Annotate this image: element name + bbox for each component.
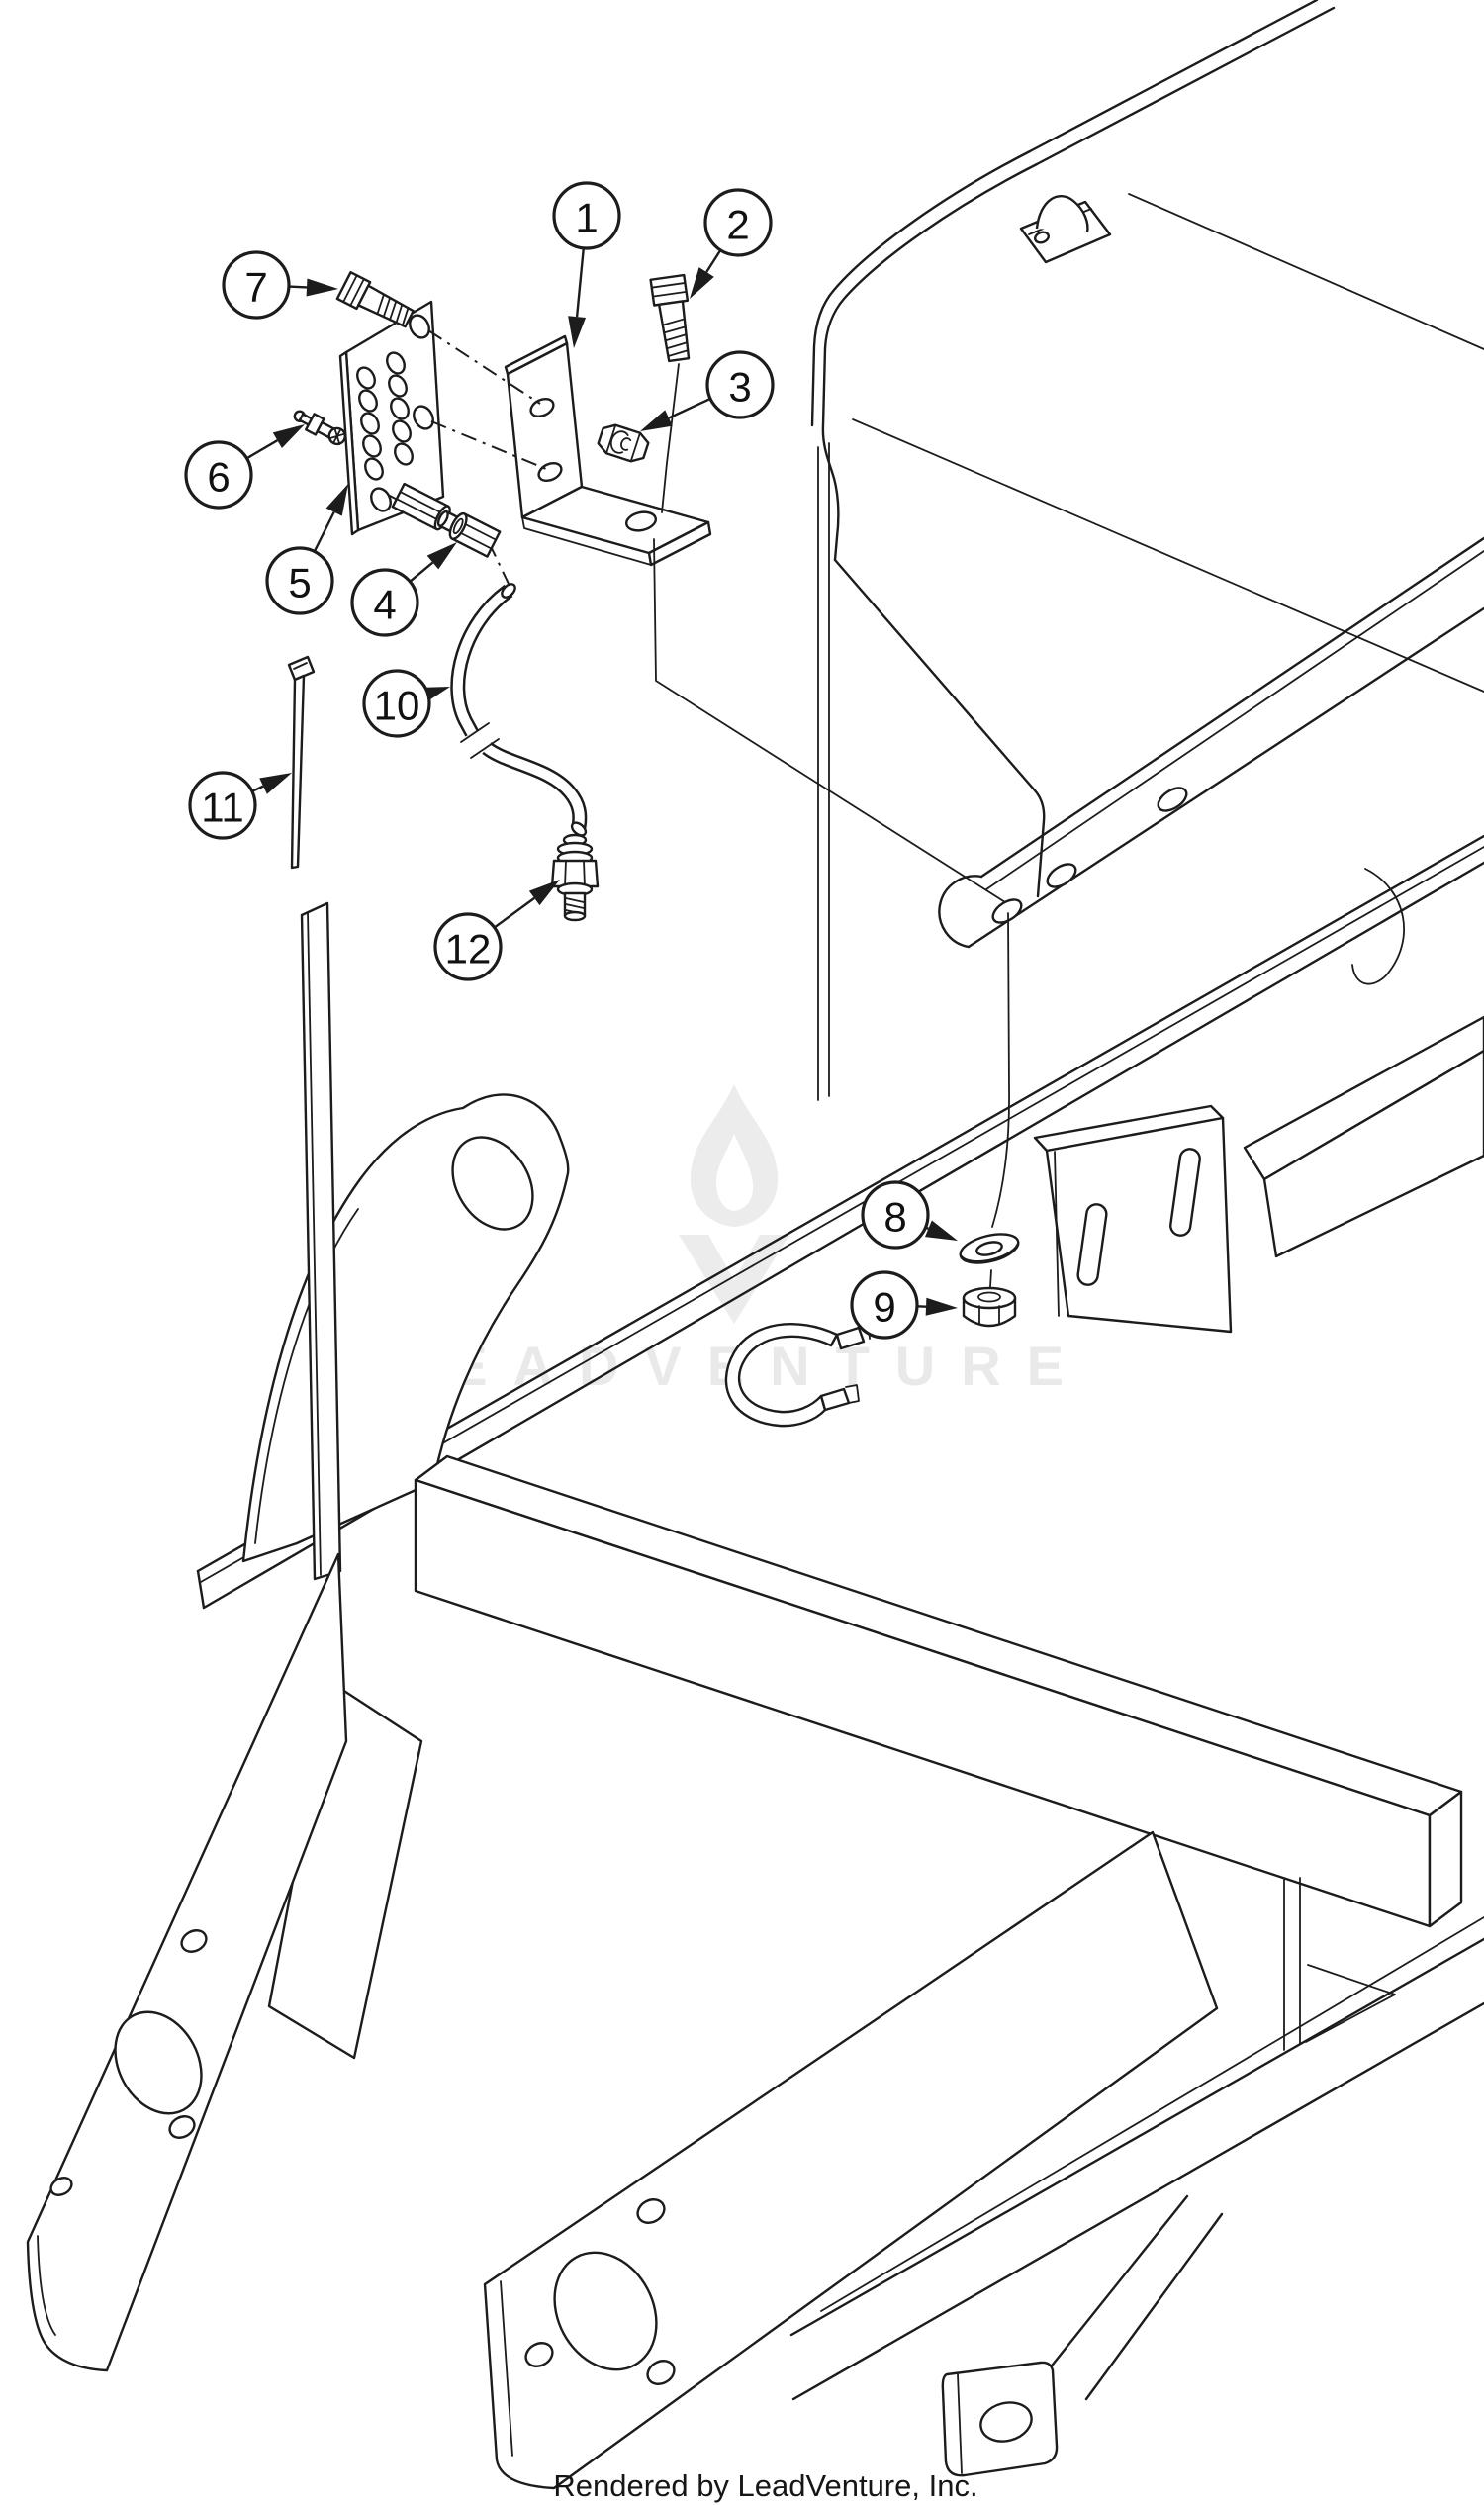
left-lift-arm	[26, 1552, 348, 2372]
right-lift-arm	[483, 1830, 1219, 2490]
callout-number: 5	[288, 560, 311, 606]
callout-arrowhead	[272, 424, 305, 448]
callout-11: 11	[188, 771, 292, 840]
callout-number: 7	[244, 264, 267, 311]
compression-nut	[448, 511, 502, 558]
callout-number: 8	[883, 1194, 906, 1241]
callout-6: 6	[184, 424, 305, 510]
callout-arrowhead	[306, 278, 338, 297]
callout-number: 3	[728, 364, 751, 411]
callout-leader-line	[245, 439, 279, 460]
callout-circle	[861, 1180, 930, 1250]
callout-circle	[705, 350, 775, 419]
callout-arrowhead	[925, 1297, 958, 1316]
hex-nut-9	[962, 1286, 1017, 1328]
callout-leader-line	[288, 285, 308, 289]
flange-nut-3	[597, 423, 650, 463]
callout-leader-line	[493, 896, 535, 929]
callout-leader-line	[705, 249, 722, 273]
angle-bracket	[504, 334, 712, 567]
callout-leader-line	[313, 511, 335, 553]
callout-9: 9	[850, 1270, 958, 1340]
callout-number: 11	[201, 785, 244, 831]
callout-number: 1	[575, 195, 598, 241]
flange-hole	[1046, 863, 1077, 888]
band-clamp	[724, 1315, 871, 1428]
callout-circle	[362, 669, 431, 738]
hitch-tab	[941, 2194, 1224, 2477]
callout-circle	[184, 440, 253, 510]
flange-hole	[991, 898, 1023, 924]
callout-circle	[433, 912, 503, 981]
callout-circle	[703, 188, 773, 257]
upright-plate	[300, 901, 342, 1581]
hardware-group	[287, 270, 712, 922]
callout-number: 2	[726, 202, 749, 248]
callout-3: 3	[640, 350, 775, 431]
callout-leader-line	[575, 247, 586, 318]
callout-number: 4	[373, 582, 396, 628]
callout-circle	[850, 1270, 919, 1340]
main-box-beam	[414, 1454, 1463, 1928]
deck-mounting-flange	[938, 536, 1484, 949]
footer-credit: Rendered by LeadVenture, Inc.	[553, 2468, 977, 2503]
callout-7: 7	[222, 250, 338, 320]
callout-number: 12	[445, 926, 492, 973]
callout-arrowhead	[325, 484, 348, 516]
callout-circle	[222, 250, 291, 320]
center-support-plate	[267, 1680, 423, 2060]
callout-arrowhead	[568, 316, 587, 348]
hose	[450, 583, 588, 837]
callout-arrowhead	[426, 542, 457, 570]
flat-washer	[959, 1233, 1020, 1264]
gusset	[1283, 1877, 1396, 2051]
callout-number: 10	[374, 683, 420, 729]
callout-12: 12	[433, 880, 560, 981]
hex-bolt-7	[335, 270, 415, 328]
callout-leader-line	[409, 561, 434, 583]
callout-10: 10	[362, 669, 450, 738]
fastener-axis	[653, 538, 1020, 1328]
drilled-plate	[338, 300, 445, 536]
grease-fitting	[293, 410, 346, 446]
callout-arrowhead	[924, 1220, 958, 1241]
right-box-beam	[1243, 1015, 1484, 1258]
deck-top-bracket	[1019, 195, 1112, 264]
callout-2: 2	[690, 188, 773, 299]
callout-arrowhead	[690, 267, 714, 299]
callout-arrowhead	[640, 410, 673, 431]
slotted-bracket	[1033, 1104, 1233, 1334]
callout-circle	[552, 181, 621, 250]
hose-fitting	[550, 833, 600, 922]
callout-5: 5	[265, 484, 348, 615]
callout-4: 4	[350, 542, 457, 637]
cable-tie	[287, 655, 316, 870]
callout-1: 1	[552, 181, 621, 348]
callout-circle	[188, 771, 257, 840]
callout-arrowhead	[528, 880, 560, 906]
mower-deck	[810, 0, 1484, 1101]
frame-weldment	[26, 901, 1484, 2490]
leadventure-flame-v-logo	[679, 1084, 789, 1324]
hex-bolt-2	[649, 273, 691, 363]
callout-arrowhead	[259, 773, 292, 794]
callout-8: 8	[861, 1180, 958, 1250]
callout-circle	[265, 546, 334, 615]
callout-leader-line	[668, 397, 711, 419]
callout-leader-line	[251, 785, 264, 793]
callout-circle	[350, 568, 419, 637]
callout-number: 6	[207, 454, 230, 501]
lower-hitch-tube	[789, 1916, 1484, 2401]
flange-hole	[1157, 787, 1188, 812]
callout-number: 9	[873, 1284, 895, 1331]
